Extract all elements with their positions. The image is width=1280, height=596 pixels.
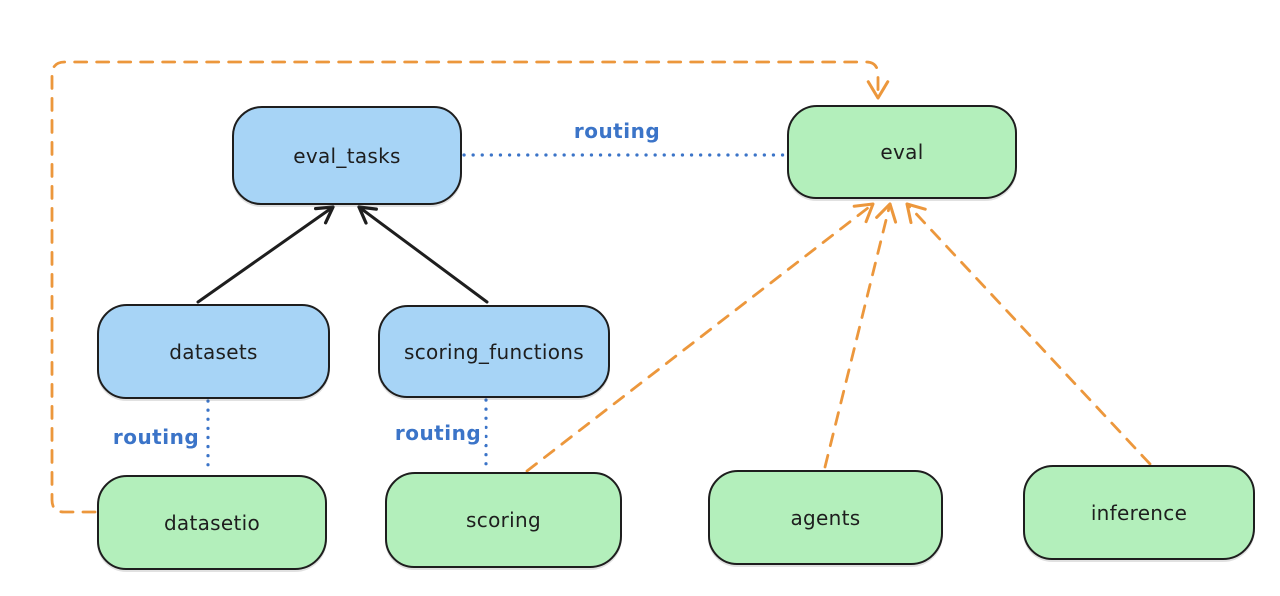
edge-label-routing-scoring-functions-scoring: routing — [390, 421, 486, 445]
edge-scoring-functions-to-eval-tasks — [357, 205, 489, 304]
edge-datasets-to-eval-tasks — [196, 205, 335, 304]
edge-datasetio-to-eval-loop — [50, 60, 890, 514]
edge-scoring-to-eval — [525, 202, 875, 473]
node-scoring-label: scoring — [466, 508, 541, 532]
node-eval-tasks-label: eval_tasks — [293, 143, 401, 168]
edge-label-routing-eval-tasks-eval: routing — [569, 119, 665, 143]
node-eval: eval — [787, 105, 1017, 199]
node-eval-tasks: eval_tasks — [232, 106, 462, 205]
node-datasetio: datasetio — [97, 475, 327, 570]
node-datasetio-label: datasetio — [163, 510, 261, 535]
node-datasets: datasets — [97, 304, 330, 399]
node-agents: agents — [708, 470, 943, 565]
node-scoring: scoring — [385, 472, 622, 568]
node-scoring-functions: scoring_functions — [378, 305, 610, 398]
edge-agents-to-eval — [823, 202, 898, 469]
edge-inference-to-eval — [905, 202, 1152, 466]
node-inference-label: inference — [1090, 500, 1188, 525]
node-scoring-functions-label: scoring_functions — [403, 339, 585, 364]
edge-label-routing-datasets-datasetio: routing — [108, 425, 204, 449]
node-agents-label: agents — [790, 505, 861, 530]
node-eval-label: eval — [880, 140, 924, 164]
node-inference: inference — [1023, 465, 1255, 560]
node-datasets-label: datasets — [169, 339, 258, 364]
